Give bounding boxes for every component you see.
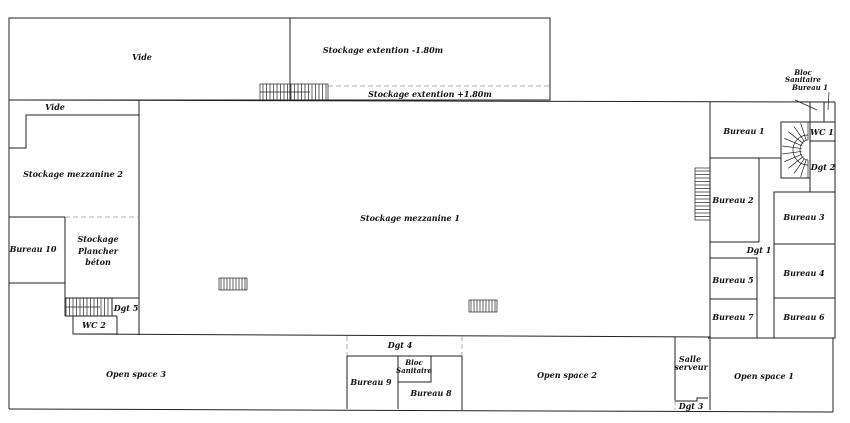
label-bloc-sanitaire-2: Sanitaire [396, 366, 432, 375]
label-wc-2: WC 2 [82, 320, 106, 330]
label-salle-serveur-2: serveur [674, 362, 708, 372]
stair-tread [784, 138, 803, 147]
stair-tread [782, 151, 802, 155]
label-stockage-ext-plus: Stockage extention +1.80m [368, 89, 492, 99]
stair-tread [788, 156, 804, 169]
label-stockage-plancher-2: Plancher [77, 246, 119, 256]
label-bloc-sanitaire-b1-3: Bureau 1 [791, 83, 828, 92]
label-bureau-8: Bureau 8 [409, 388, 452, 398]
stair-top [259, 83, 329, 101]
stair-tread [800, 159, 807, 177]
label-stockage-ext-minus: Stockage extention -1.80m [323, 45, 443, 55]
stair-mezz-left [218, 277, 248, 291]
label-bureau-3: Bureau 3 [782, 212, 825, 222]
label-open-space-1: Open space 1 [734, 371, 794, 381]
label-bureau-9: Bureau 9 [349, 377, 392, 387]
label-bloc-sanitaire-1: Bloc [404, 358, 423, 367]
stair-tread [793, 158, 805, 174]
stair-tread [784, 153, 803, 162]
label-bloc-sanitaire-b1-1: Bloc [793, 68, 812, 77]
label-bloc-sanitaire-b1-2: Sanitaire [785, 75, 821, 84]
label-vide-left: Vide [45, 102, 65, 112]
label-dgt-1: Dgt 1 [746, 245, 772, 255]
stair-tread [788, 131, 804, 144]
room-labels: Vide Stockage extention -1.80m Stockage … [9, 45, 836, 411]
label-bureau-7: Bureau 7 [711, 312, 754, 322]
label-dgt-2: Dgt 2 [810, 162, 836, 172]
stair-tread [800, 123, 807, 141]
stair-tread [793, 126, 805, 142]
stair-tread [782, 145, 802, 149]
label-bureau-4: Bureau 4 [782, 268, 825, 278]
label-vide-top: Vide [132, 52, 152, 62]
label-bureau-10: Bureau 10 [9, 244, 57, 254]
label-bureau-1: Bureau 1 [722, 126, 764, 136]
label-bureau-6: Bureau 6 [782, 312, 825, 322]
label-salle-serveur-1: Salle [679, 354, 701, 364]
label-bureau-2: Bureau 2 [711, 195, 754, 205]
label-bureau-5: Bureau 5 [711, 275, 754, 285]
label-stockage-mezz-1: Stockage mezzanine 1 [360, 213, 460, 223]
label-stockage-plancher-3: béton [85, 257, 111, 267]
label-dgt-5: Dgt 5 [113, 303, 139, 313]
stair-mezz-right [468, 299, 498, 313]
label-dgt-3: Dgt 3 [678, 401, 704, 411]
label-wc-1: WC 1 [810, 127, 834, 137]
stair-left [65, 297, 112, 317]
label-stockage-mezz-2: Stockage mezzanine 2 [23, 169, 123, 179]
label-open-space-3: Open space 3 [106, 369, 166, 379]
label-stockage-plancher-1: Stockage [77, 234, 118, 244]
label-dgt-4: Dgt 4 [387, 340, 413, 350]
stair-right [694, 167, 711, 221]
label-open-space-2: Open space 2 [537, 370, 597, 380]
spiral-stair [782, 122, 809, 178]
